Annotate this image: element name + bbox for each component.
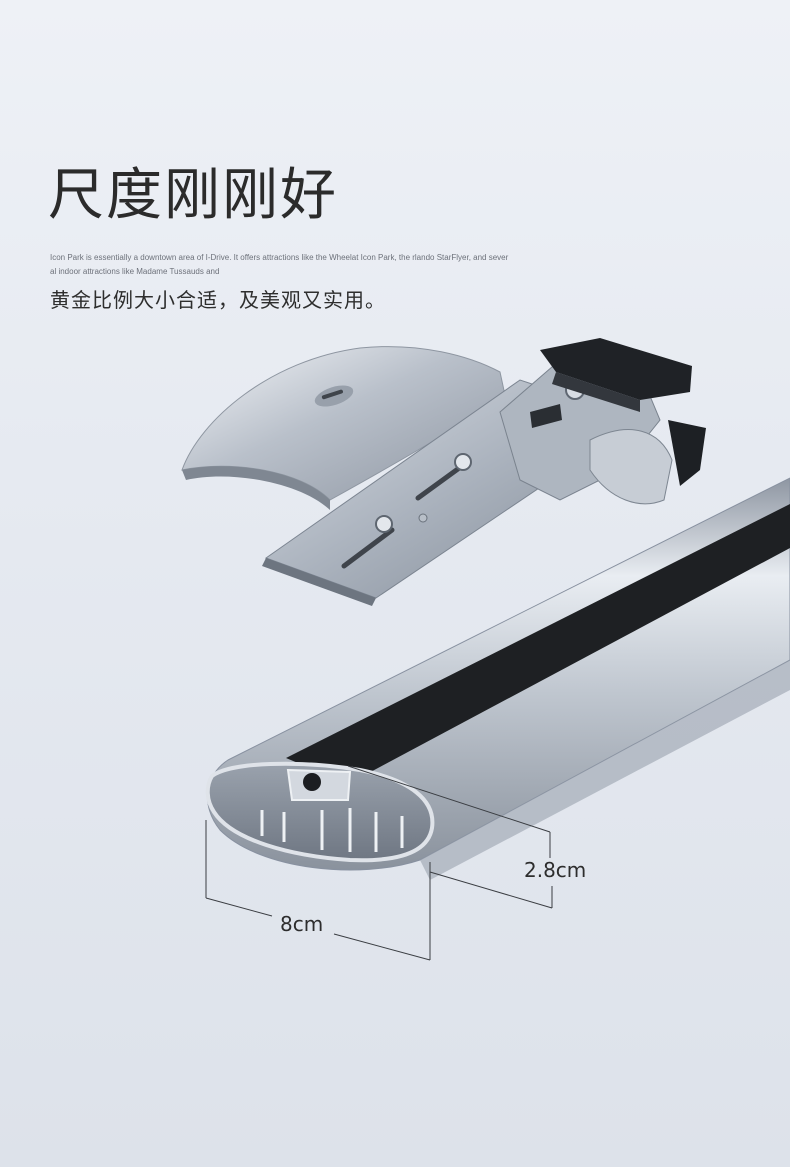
dimension-width-label: 8cm	[280, 912, 324, 936]
mount-cover-cap	[181, 346, 506, 510]
page-subtitle: 黄金比例大小合适，及美观又实用。	[50, 288, 386, 312]
page-headline: 尺度刚刚好	[48, 163, 338, 228]
dimension-height-label: 2.8cm	[524, 858, 587, 882]
dimension-lines	[205, 765, 553, 961]
english-blurb: Icon Park is essentially a downtown area…	[50, 253, 509, 276]
mount-clamp	[499, 338, 706, 505]
crossbar-cross-section	[205, 761, 435, 863]
